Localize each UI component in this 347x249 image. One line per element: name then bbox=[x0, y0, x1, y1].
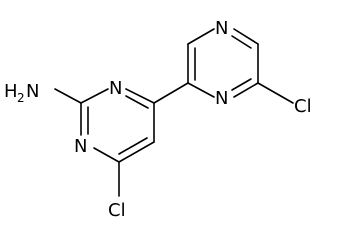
amine-h-label: H bbox=[4, 81, 18, 102]
pyrimidine-cl-label: Cl bbox=[108, 200, 126, 221]
bond-pz-c6-n1-double bbox=[231, 78, 252, 91]
pyrazine-n1-label: N bbox=[215, 88, 228, 109]
bond-pz-n4-c5-double bbox=[231, 35, 252, 49]
bond-pz-n4-c5 bbox=[233, 28, 259, 45]
bond-c5-c6-double bbox=[118, 137, 148, 155]
bond-c2-n3 bbox=[80, 88, 109, 104]
amine-n-label: N bbox=[26, 81, 39, 102]
bond-pz-c3-n4 bbox=[187, 28, 215, 45]
bond-c2-nh2 bbox=[54, 88, 82, 104]
pyrimidine-n3-label: N bbox=[109, 78, 122, 99]
bond-biaryl bbox=[153, 82, 189, 104]
bond-pz-c6-n1 bbox=[233, 82, 259, 98]
bond-pz-n1-c2 bbox=[187, 82, 215, 98]
bond-pz-c6-cl bbox=[257, 82, 294, 104]
pyrimidine-n1-label: N bbox=[74, 136, 87, 157]
pyrazine-cl-label: Cl bbox=[294, 96, 312, 117]
amine-subscript-label: 2 bbox=[17, 91, 25, 105]
bond-c6-n1 bbox=[93, 147, 120, 163]
bond-n3-c4 bbox=[125, 88, 155, 104]
pyrazine-n4-label: N bbox=[215, 18, 228, 39]
bond-c5-c6 bbox=[118, 141, 155, 163]
bond-n3-c4-double bbox=[125, 95, 149, 109]
